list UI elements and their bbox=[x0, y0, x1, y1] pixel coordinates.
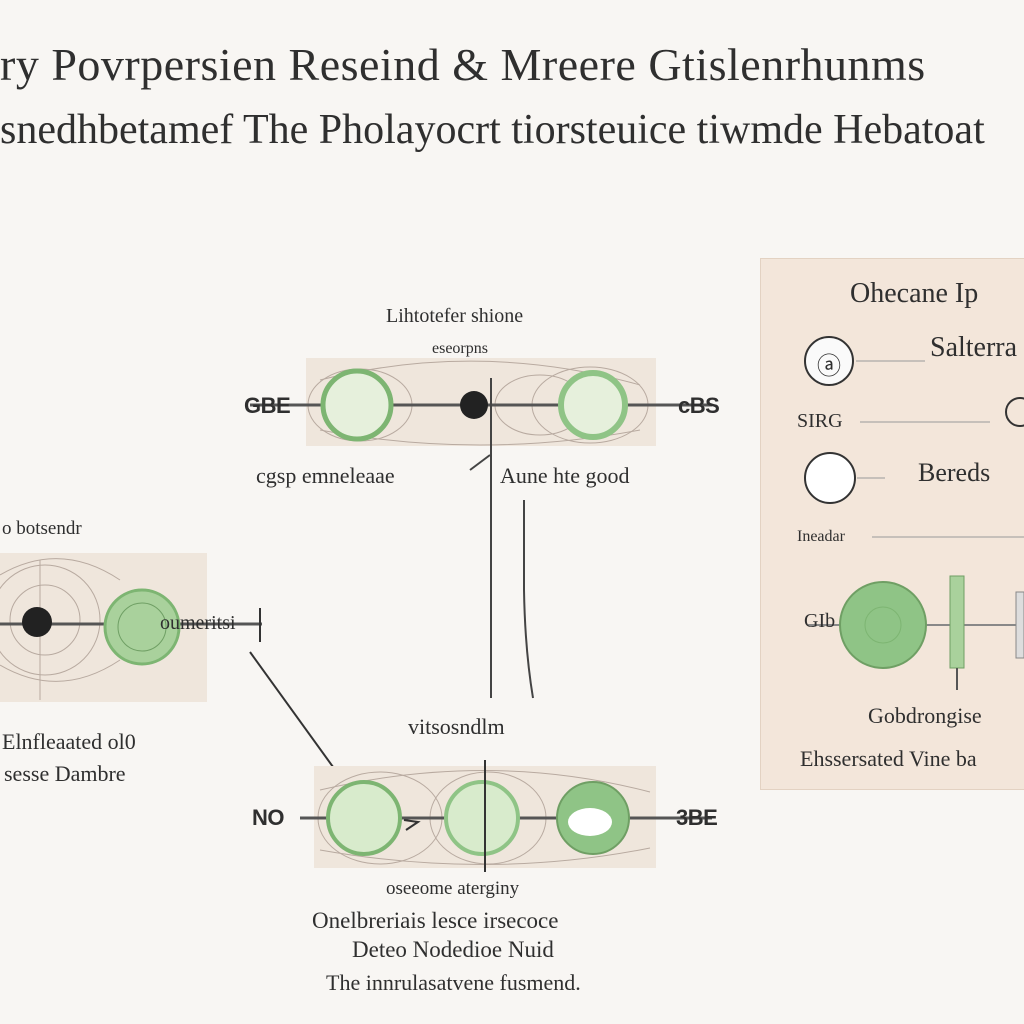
legend-green-disc-inner bbox=[864, 606, 902, 644]
bottom-left-green-ring bbox=[326, 780, 402, 856]
legend-edge-block bbox=[1015, 591, 1024, 659]
left-knob bbox=[22, 607, 52, 637]
page-subtitle: snedhbetamef The Pholayocrt tiorsteuice … bbox=[0, 107, 985, 153]
legend-row3-marker bbox=[804, 452, 856, 504]
bottom-right-highlight bbox=[568, 808, 612, 836]
top-arrow bbox=[469, 454, 491, 471]
legend-green-disc bbox=[839, 581, 927, 669]
legend-caption-line2: Ehssersated Vine ba bbox=[800, 746, 977, 771]
left-green-disc bbox=[103, 588, 181, 666]
bottom-caption-line2: Onelbreriais lesce irsecoce bbox=[312, 908, 559, 933]
left-right-tag: oumeritsi bbox=[160, 612, 236, 634]
legend-caption-line1: Gobdrongise bbox=[868, 703, 982, 728]
left-green-disc-inner bbox=[117, 602, 167, 652]
top-right-green-ring bbox=[558, 370, 628, 440]
bottom-caption: vitsosndlm bbox=[408, 714, 505, 739]
bottom-left-tag: NO bbox=[252, 805, 285, 830]
legend-row1-label: Salterra bbox=[930, 332, 1018, 363]
bottom-caption-line4: The innrulasatvene fusmend. bbox=[326, 970, 581, 995]
legend-row2-label: SIRG bbox=[797, 410, 843, 432]
top-right-caption: Aune hte good bbox=[500, 463, 630, 488]
bottom-right-tag: 3BE bbox=[676, 805, 718, 830]
top-left-green-ring bbox=[320, 368, 394, 442]
bottom-center-green-ring bbox=[444, 780, 520, 856]
top-center-knob bbox=[460, 391, 488, 419]
legend-row5-tag: GIb bbox=[804, 610, 836, 632]
top-subcaption: eseorpns bbox=[432, 340, 488, 357]
legend-title: Ohecane Ip bbox=[850, 278, 979, 309]
legend-row1-icon-text: ⓐ bbox=[817, 354, 841, 380]
legend-green-bar bbox=[949, 575, 965, 669]
top-right-tag: cBS bbox=[678, 393, 720, 418]
bottom-caption-line3: Deteo Nodedioe Nuid bbox=[352, 937, 554, 962]
top-caption: Lihtotefer shione bbox=[386, 305, 524, 327]
page-title: ry Povrpersien Reseind & Mreere Gtislenr… bbox=[0, 39, 926, 90]
top-left-tag: GBE bbox=[244, 393, 291, 418]
vertical-connector-2 bbox=[523, 500, 534, 699]
legend-row2-marker bbox=[1005, 397, 1024, 427]
legend-panel bbox=[760, 258, 1024, 790]
bottom-arrow bbox=[403, 819, 421, 831]
legend-row3-label: Bereds bbox=[918, 458, 991, 487]
left-caption-line1: Elnfleaated ol0 bbox=[2, 729, 136, 754]
left-caption-line2: sesse Dambre bbox=[4, 761, 126, 786]
legend-row4-label: Ineadar bbox=[797, 528, 845, 545]
bottom-caption-line1: oseeome aterginy bbox=[386, 878, 520, 899]
top-left-caption: cgsp emneleaae bbox=[256, 463, 395, 488]
left-caption: o botsendr bbox=[2, 518, 82, 539]
legend-row1-marker bbox=[804, 336, 854, 386]
